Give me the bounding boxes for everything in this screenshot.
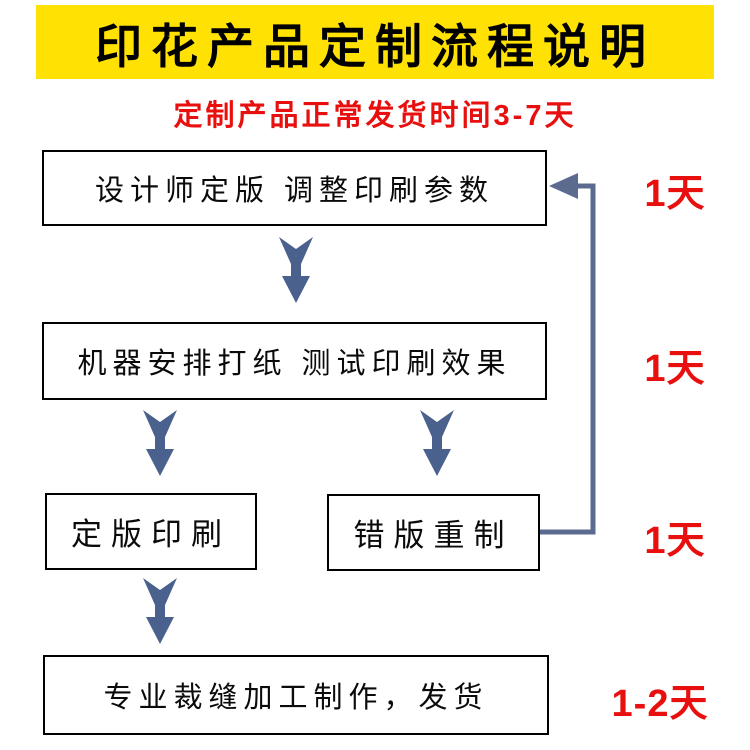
shipping-time-note: 定制产品正常发货时间3-7天 — [173, 100, 577, 132]
step-test-print-label: 机器安排打纸 测试印刷效果 — [77, 348, 512, 380]
down-arrow-icon — [420, 410, 454, 476]
down-arrow-icon — [143, 578, 177, 644]
step-design-label: 设计师定版 调整印刷参数 — [94, 175, 495, 207]
step-test-print-box: 机器安排打纸 测试印刷效果 — [42, 322, 547, 400]
step-ship-box: 专业裁缝加工制作，发货 — [43, 655, 549, 735]
step-final-print-box: 定版印刷 — [45, 493, 257, 570]
step-redo-box: 错版重制 — [327, 494, 540, 571]
down-arrow-icon — [279, 237, 313, 303]
down-arrow-icon — [143, 410, 177, 476]
step-design-duration: 1天 — [644, 173, 706, 215]
step-ship-duration: 1-2天 — [611, 683, 709, 725]
title-banner: 印花产品定制流程说明 — [36, 5, 714, 79]
step-design-box: 设计师定版 调整印刷参数 — [42, 150, 547, 226]
step-ship-label: 专业裁缝加工制作，发货 — [103, 682, 489, 714]
step-test-print-duration: 1天 — [644, 348, 706, 390]
page-title: 印花产品定制流程说明 — [95, 19, 655, 73]
step-redo-label: 错版重制 — [353, 518, 514, 553]
step-final-print-label: 定版印刷 — [71, 517, 231, 552]
step-redo-duration: 1天 — [644, 520, 706, 562]
